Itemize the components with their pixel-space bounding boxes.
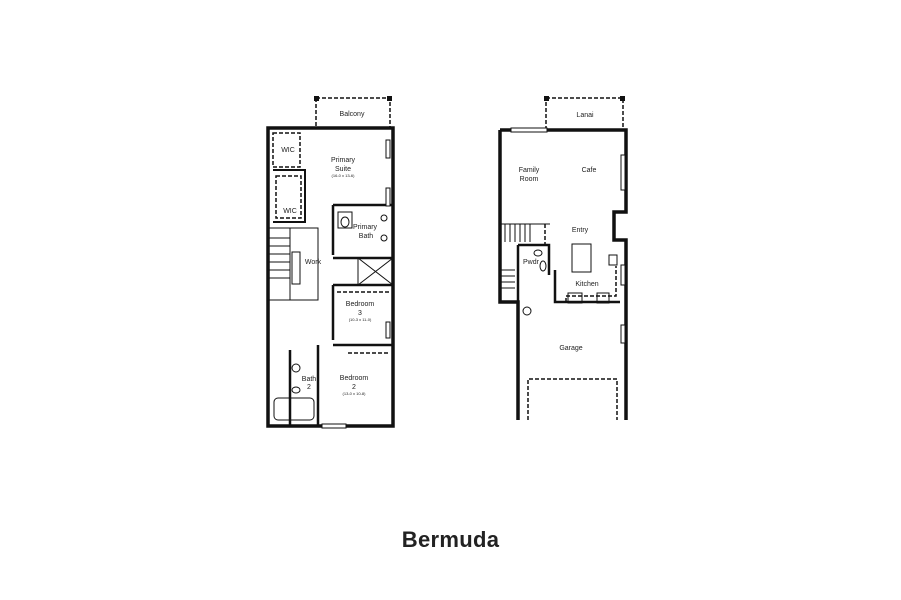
first-floor-plan: Lanai Family Room Cafe Entry Pwdr Kitche… [498,96,628,420]
plan-title: Bermuda [401,527,500,552]
label-garage: Garage [559,345,582,352]
label-pwdr: Pwdr [523,259,540,266]
label-lanai: Lanai [576,112,594,119]
label-bath-2: Bath [302,376,317,383]
label-wic-2: WIC [283,208,297,215]
label-bath-2-num: 2 [307,384,311,391]
label-bedroom-2: Bedroom [340,375,369,382]
label-kitchen: Kitchen [575,281,598,288]
label-primary-suite-dims: (16-0 x 13-6) [332,173,356,178]
label-bedroom-3-num: 3 [358,310,362,317]
second-floor-outer-wall [266,126,395,428]
label-bedroom-2-dims: (13-0 x 10-8) [343,391,367,396]
label-primary-suite: Primary [331,157,356,164]
label-balcony: Balcony [340,111,365,118]
label-bedroom-2-num: 2 [352,384,356,391]
second-floor-plan: Balcony Primary Suite (16-0 x 13-6) WIC … [266,96,395,429]
label-primary-bath-2: Bath [359,233,374,240]
label-bedroom-3: Bedroom [346,301,375,308]
label-bedroom-3-dims: (10-3 x 11-0) [349,317,372,322]
label-primary-suite-2: Suite [335,166,351,173]
label-family-room-2: Room [520,176,539,183]
label-primary-bath: Primary [353,224,378,231]
first-floor-outer-wall [498,128,628,420]
label-wic-1: WIC [281,147,295,154]
label-work: Work [305,259,322,266]
label-family-room: Family [519,167,540,174]
label-cafe: Cafe [582,167,597,174]
label-entry: Entry [572,227,589,234]
